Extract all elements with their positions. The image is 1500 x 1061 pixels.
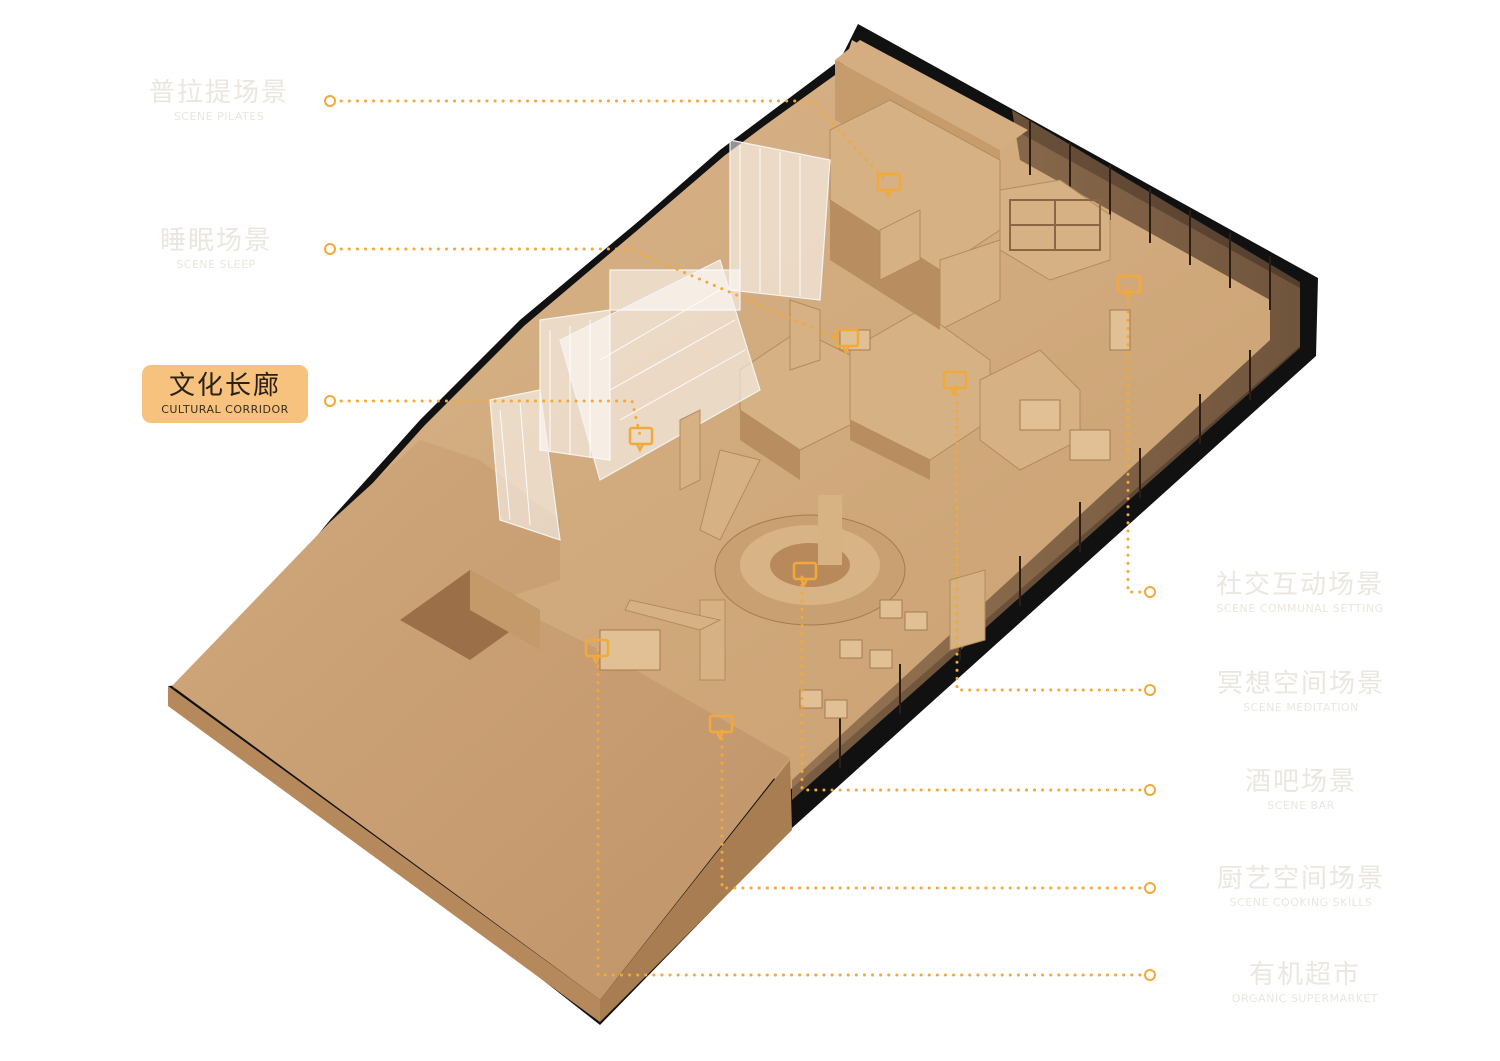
leader-cooking <box>720 722 1150 890</box>
label-cooking: 厨艺空间场景 SCENE COOKING SKILLS <box>1206 866 1396 908</box>
glass-mullions <box>839 120 1271 768</box>
label-cooking-zh: 厨艺空间场景 <box>1216 864 1385 894</box>
speech-bubble-icon <box>834 328 860 355</box>
leader-meditation <box>955 378 1150 692</box>
solid-block-front <box>600 760 792 1022</box>
label-sleep: 睡眠场景 SCENE SLEEP <box>156 228 276 270</box>
speech-bubble-icon <box>1116 274 1142 301</box>
back-wall-block <box>835 40 1028 150</box>
markers <box>584 172 1142 741</box>
endpoint-corridor <box>324 395 336 407</box>
solid-block-top <box>172 440 790 1000</box>
label-pilates-en: SCENE PILATES <box>173 110 265 123</box>
speech-bubble-icon <box>942 370 968 397</box>
circular-seating <box>714 495 906 626</box>
leader-communal <box>1126 282 1150 594</box>
label-sleep-zh: 睡眠场景 <box>159 226 272 256</box>
shelving-grid <box>1009 199 1101 251</box>
leader-market <box>596 646 1150 977</box>
label-bar: 酒吧场景 SCENE BAR <box>1236 769 1366 811</box>
speech-bubble-icon <box>708 714 734 741</box>
furniture <box>599 309 1131 719</box>
lattice-installation <box>489 139 831 541</box>
label-pilates-zh: 普拉提场景 <box>148 78 289 108</box>
label-corridor-zh: 文化长廊 <box>168 371 281 401</box>
label-cooking-en: SCENE COOKING SKILLS <box>1229 896 1373 909</box>
label-market-en: ORGANIC SUPERMARKET <box>1231 992 1379 1005</box>
speech-bubble-icon <box>628 426 654 453</box>
endpoint-bar <box>1144 784 1156 796</box>
leader-pilates <box>331 99 888 183</box>
leader-endpoints <box>324 95 1156 981</box>
endpoint-cooking <box>1144 882 1156 894</box>
label-meditation: 冥想空间场景 SCENE MEDITATION <box>1206 671 1396 713</box>
speech-bubble-icon <box>792 561 818 588</box>
label-bar-en: SCENE BAR <box>1267 799 1335 812</box>
label-bar-zh: 酒吧场景 <box>1244 767 1357 797</box>
leader-sleep <box>331 247 838 340</box>
label-market: 有机超市 ORGANIC SUPERMARKET <box>1220 962 1390 1004</box>
room-walls <box>739 99 1111 471</box>
label-meditation-en: SCENE MEDITATION <box>1243 701 1359 714</box>
label-communal-en: SCENE COMMUNAL SETTING <box>1216 602 1384 615</box>
label-meditation-zh: 冥想空间场景 <box>1216 669 1385 699</box>
leader-lines <box>331 99 1150 977</box>
label-pilates: 普拉提场景 SCENE PILATES <box>144 80 294 122</box>
label-corridor-en: CULTURAL CORRIDOR <box>161 403 289 416</box>
speech-bubble-icon <box>876 172 902 199</box>
label-market-zh: 有机超市 <box>1248 960 1361 990</box>
endpoint-communal <box>1144 586 1156 598</box>
endpoint-pilates <box>324 95 336 107</box>
endpoint-market <box>1144 969 1156 981</box>
label-communal-zh: 社交互动场景 <box>1215 570 1384 600</box>
label-corridor: 文化长廊 CULTURAL CORRIDOR <box>142 365 308 423</box>
lattice-lines <box>499 145 801 526</box>
leader-corridor <box>331 399 642 437</box>
endpoint-sleep <box>324 243 336 255</box>
endpoint-meditation <box>1144 684 1156 696</box>
label-sleep-en: SCENE SLEEP <box>176 258 256 271</box>
block-cutout-wall <box>470 570 540 650</box>
label-communal: 社交互动场景 SCENE COMMUNAL SETTING <box>1200 572 1400 614</box>
solid-block-side <box>168 686 600 1022</box>
partition-walls <box>624 209 986 681</box>
